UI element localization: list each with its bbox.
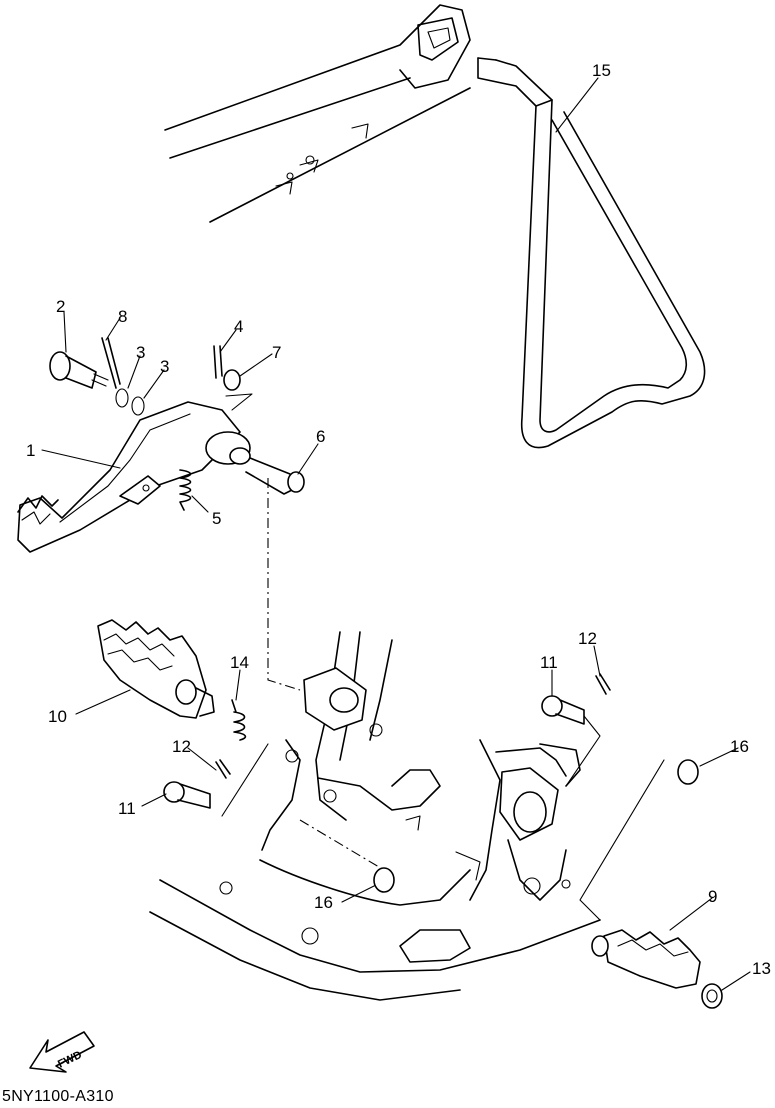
callout-14: 14 (230, 653, 249, 672)
callout-3b: 3 (160, 357, 169, 376)
frame-outline (149, 631, 601, 1001)
callout-16b: 16 (314, 893, 333, 912)
callout-labels: 1 2 8 3 3 4 7 6 5 15 10 14 12 11 11 12 1… (26, 61, 771, 978)
leader-lines (41, 77, 751, 991)
brake-pedal-part (17, 401, 251, 553)
clip-part (701, 983, 723, 1009)
footrest-pin-right-part (541, 695, 585, 725)
callout-12a: 12 (172, 737, 191, 756)
link-line-d (225, 393, 253, 411)
cotter-pin-left-part (215, 759, 231, 779)
washer-a-part (115, 388, 129, 408)
pivot-bolt-part (49, 351, 109, 389)
assembly-line-a (267, 478, 301, 691)
callout-16a: 16 (730, 737, 749, 756)
callout-4: 4 (234, 317, 243, 336)
footrest-pin-left-part (163, 781, 211, 809)
callout-12b: 12 (578, 629, 597, 648)
callout-3a: 3 (136, 343, 145, 362)
assembly-line-b (299, 819, 385, 871)
fwd-arrow-icon: FWD (29, 1031, 95, 1073)
footrest-right-part (97, 619, 215, 719)
washer-b-part (131, 396, 145, 416)
washer-e-part (677, 759, 699, 785)
callout-2: 2 (56, 297, 65, 316)
callout-10: 10 (48, 707, 67, 726)
callout-15: 15 (592, 61, 611, 80)
callout-5: 5 (212, 509, 221, 528)
cotter-pin-part (101, 337, 121, 389)
callout-6: 6 (316, 427, 325, 446)
callout-8: 8 (118, 307, 127, 326)
cotter-pin-right-part (595, 673, 611, 695)
washer-d-part (373, 867, 395, 893)
swingarm-outline (164, 4, 471, 223)
callout-13: 13 (752, 959, 771, 978)
diagram-code: 5NY1100-A310 (2, 1088, 114, 1105)
callout-1: 1 (26, 441, 35, 460)
return-spring-part (179, 469, 192, 511)
footrest-left-part (591, 929, 701, 989)
link-line-c (579, 759, 665, 921)
callout-7: 7 (272, 343, 281, 362)
callout-11b: 11 (540, 653, 558, 672)
callout-9: 9 (708, 887, 717, 906)
footrest-spring-part (231, 699, 247, 741)
link-line-b (565, 715, 601, 787)
washer-c-part (223, 369, 241, 391)
stand-part (477, 57, 706, 449)
callout-11a: 11 (118, 799, 136, 818)
pin-part (245, 457, 305, 495)
link-line-a (221, 743, 269, 817)
